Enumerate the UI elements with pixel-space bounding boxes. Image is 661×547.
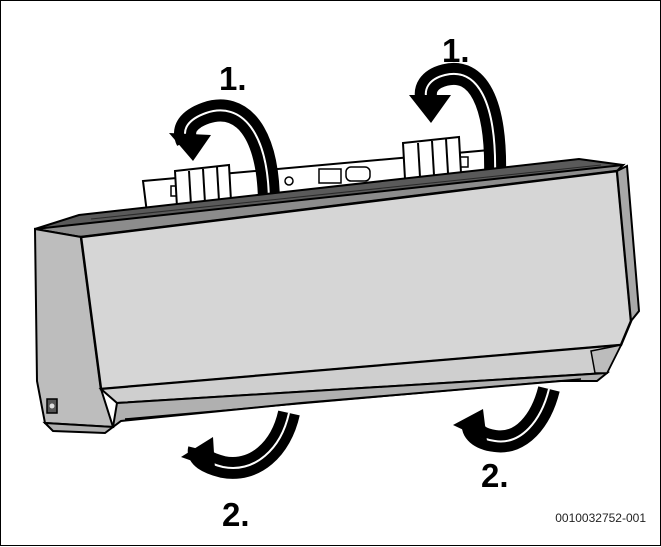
arrow-top-right (409, 62, 507, 178)
step-label-2-right: 2. (481, 457, 509, 494)
mounting-clip-right (401, 135, 463, 181)
arrow-top-left (169, 99, 280, 206)
step-label-1-left: 1. (219, 60, 247, 97)
step-label-1-right: 1. (442, 32, 470, 69)
step-label-2-left: 2. (222, 496, 250, 533)
mounting-clip-left (173, 163, 233, 209)
figure-id: 0010032752-001 (555, 511, 646, 525)
indoor-unit (33, 157, 641, 435)
arrow-bottom-right (453, 385, 560, 453)
arrow-bottom-left (181, 410, 300, 479)
